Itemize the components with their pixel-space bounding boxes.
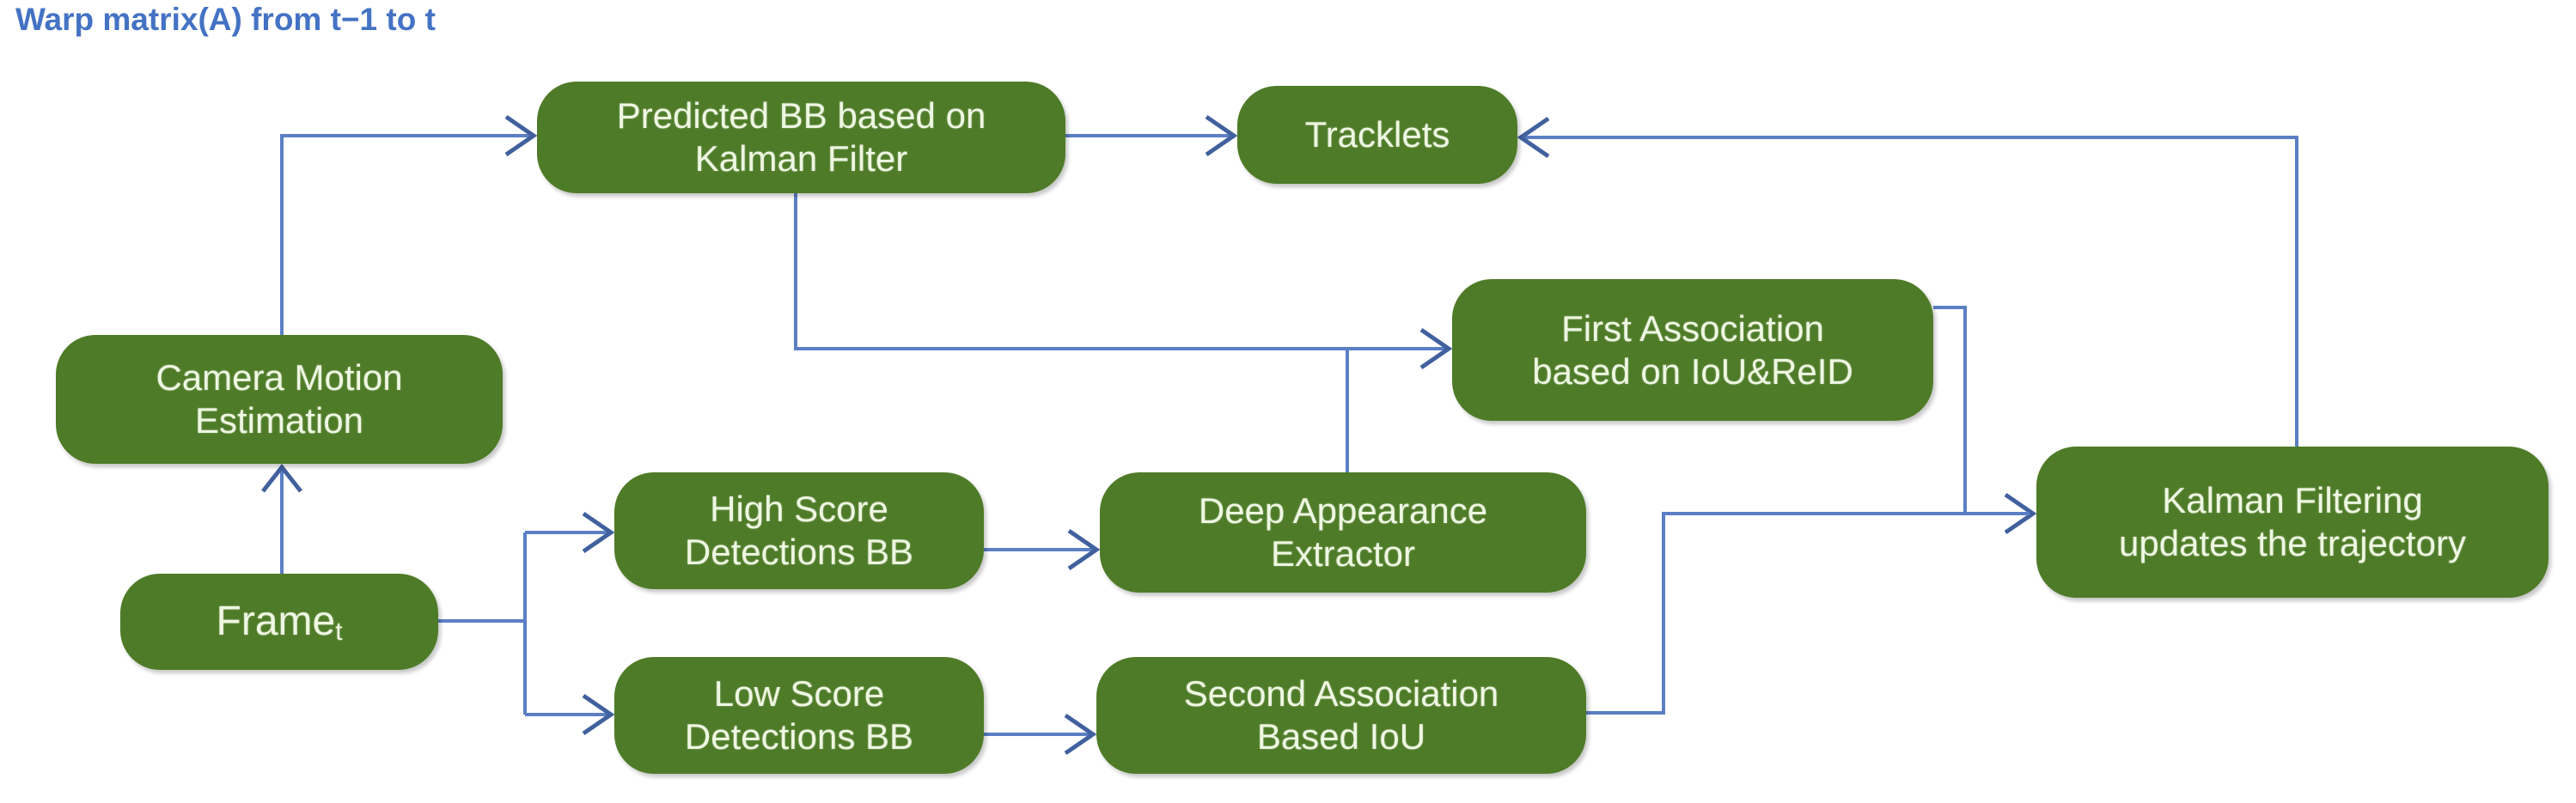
frame-subscript: t bbox=[335, 617, 343, 647]
node-camera-motion-estimation[interactable]: Camera Motion Estimation bbox=[56, 335, 503, 464]
node-deep-appearance-extractor[interactable]: Deep Appearance Extractor bbox=[1100, 472, 1586, 593]
node-label: High Score Detections BB bbox=[684, 489, 914, 572]
node-kalman-filtering[interactable]: Kalman Filtering updates the trajectory bbox=[2036, 447, 2549, 598]
node-high-score-detections[interactable]: High Score Detections BB bbox=[614, 472, 984, 589]
node-label: Tracklets bbox=[1304, 114, 1450, 155]
edge-high-score-to-deep bbox=[984, 528, 1101, 571]
node-label: Second Association Based IoU bbox=[1183, 673, 1499, 757]
node-label: Framet bbox=[216, 598, 343, 647]
node-second-association[interactable]: Second Association Based IoU bbox=[1096, 657, 1586, 774]
node-tracklets[interactable]: Tracklets bbox=[1237, 86, 1517, 184]
node-label: Camera Motion Estimation bbox=[156, 357, 403, 441]
node-label: Low Score Detections BB bbox=[684, 673, 914, 757]
edge-predicted-to-tracklets bbox=[1065, 114, 1238, 157]
node-label: Deep Appearance Extractor bbox=[1198, 490, 1488, 574]
edge-frame-to-camera bbox=[261, 463, 302, 574]
node-label: Kalman Filtering updates the trajectory bbox=[2119, 480, 2466, 563]
edge-frame-to-detections bbox=[438, 511, 615, 736]
edge-first-assoc-to-kalman bbox=[1933, 306, 2037, 535]
edge-predicted-to-first-assoc bbox=[794, 193, 1453, 370]
edge-camera-to-predicted bbox=[280, 114, 538, 335]
edge-second-assoc-to-kalman bbox=[1586, 512, 2030, 715]
node-label: First Association based on IoU&ReID bbox=[1532, 307, 1853, 392]
node-label: Predicted BB based on Kalman Filter bbox=[616, 95, 986, 179]
node-first-association[interactable]: First Association based on IoU&ReID bbox=[1452, 279, 1933, 421]
edge-low-score-to-second-assoc bbox=[984, 713, 1097, 756]
node-frame-t[interactable]: Framet bbox=[120, 574, 438, 670]
node-predicted-bb-kalman-filter[interactable]: Predicted BB based on Kalman Filter bbox=[537, 82, 1065, 193]
page-title: Warp matrix(A) from t−1 to t bbox=[15, 2, 436, 37]
node-low-score-detections[interactable]: Low Score Detections BB bbox=[614, 657, 984, 774]
